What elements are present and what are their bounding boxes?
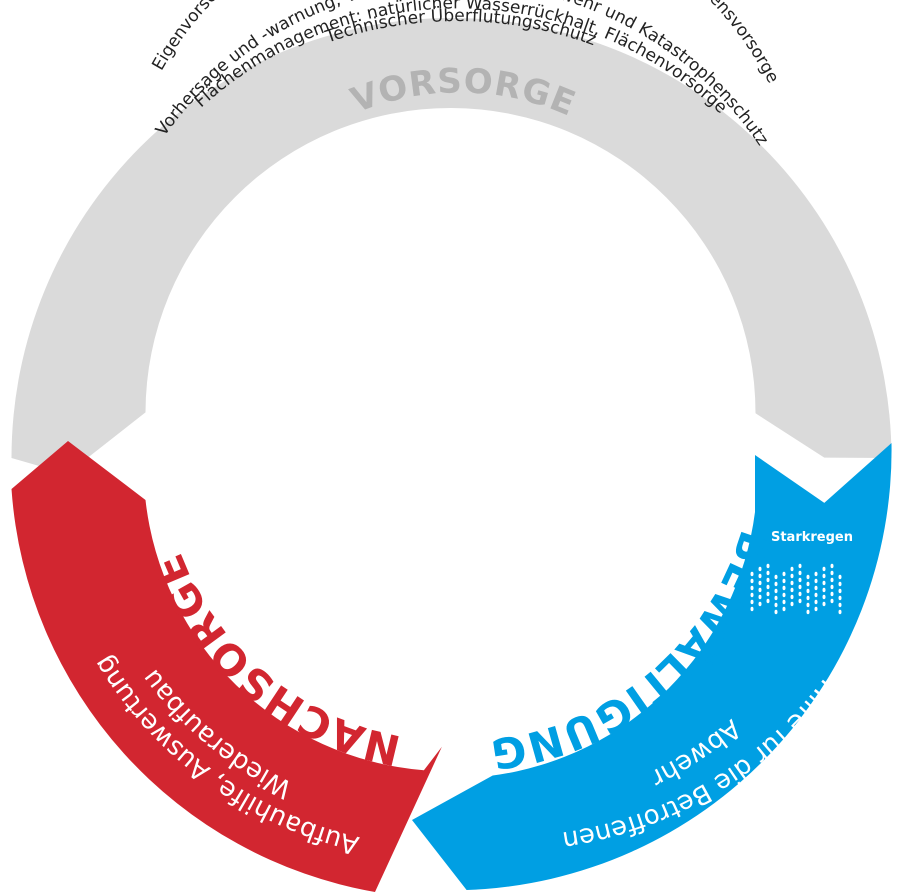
bewaeltigung-segment	[412, 443, 892, 890]
nachsorge-segment	[11, 441, 442, 892]
vorsorge-segment	[11, 17, 892, 475]
rain-drops-icon	[750, 563, 842, 615]
starkregen-label: Starkregen	[771, 530, 853, 545]
